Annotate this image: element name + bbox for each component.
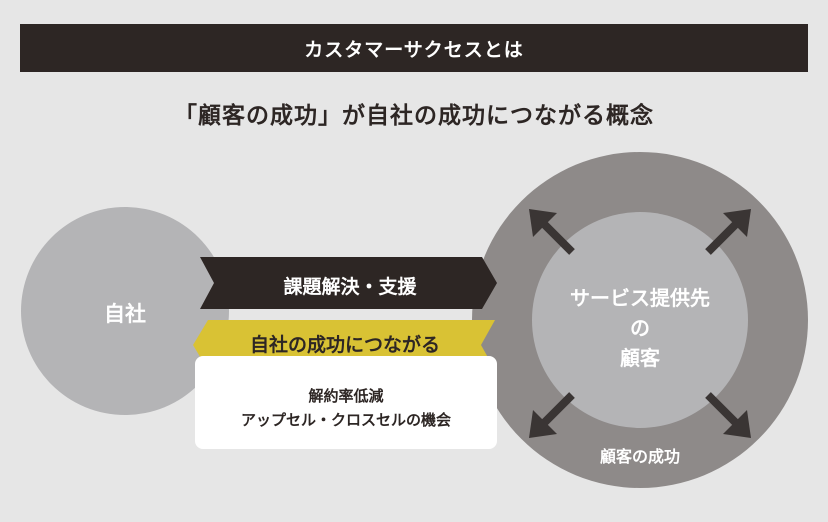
customer-label-line: サービス提供先 [570, 286, 710, 310]
diagram-subtitle: 「顧客の成功」が自社の成功につながる概念 [174, 103, 654, 129]
customer-label-line: 顧客 [620, 346, 660, 370]
benefit-item: アップセル・クロスセルの機会 [240, 410, 451, 429]
customer-label: サービス提供先 の 顧客 [535, 283, 745, 373]
customer-success-label: 顧客の成功 [599, 447, 680, 466]
company-circle [21, 207, 229, 415]
expand-arrow-bottom-left-icon [529, 392, 575, 438]
header-bar: カスタマーサクセスとは [20, 24, 808, 72]
support-arrow [200, 257, 497, 309]
benefits-box: 解約率低減 アップセル・クロスセルの機会 [195, 356, 497, 449]
benefit-item: 解約率低減 [308, 386, 384, 405]
expand-arrow-top-right-icon [705, 209, 751, 255]
customer-circle [532, 212, 748, 428]
expand-arrow-bottom-right-icon [705, 392, 751, 438]
support-arrow-label: 課題解決・支援 [283, 276, 417, 298]
company-label: 自社 [104, 302, 146, 326]
expand-arrow-top-left-icon [529, 209, 575, 255]
customer-label-line: の [630, 316, 650, 340]
header-title: カスタマーサクセスとは [304, 38, 524, 61]
success-return-arrow-label: 自社の成功につながる [249, 334, 440, 356]
